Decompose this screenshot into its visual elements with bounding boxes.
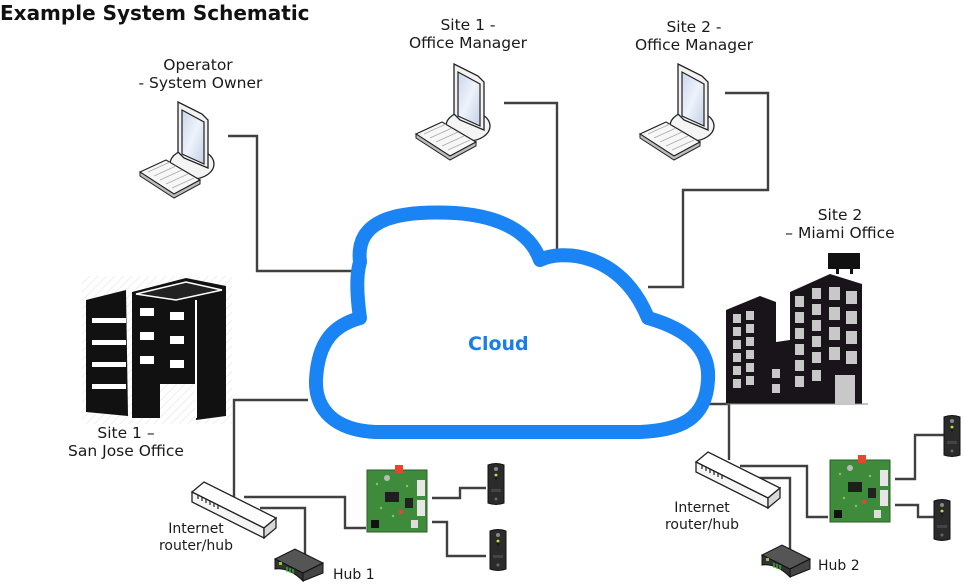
operator-computer-icon: [139, 101, 215, 199]
office-building-icon: [82, 276, 232, 424]
site2-router-label: Internet router/hub: [664, 500, 740, 533]
link-operator-cloud: [228, 134, 358, 273]
site1-controller-board-icon: [366, 464, 428, 533]
connector-lines: [228, 91, 944, 565]
site2-hub-label: Hub 2: [818, 558, 860, 574]
site2-hub-icon: [761, 544, 811, 578]
cloud-label: Cloud: [468, 333, 529, 355]
site2-card-reader-1-icon: [943, 415, 961, 457]
city-building-icon: [726, 253, 868, 405]
site2-label: Site 2 – Miami Office: [785, 206, 895, 242]
link-site1-board-reader1: [432, 486, 486, 500]
link-site1-router-hub: [260, 506, 307, 565]
site1-manager-label: Site 1 - Office Manager: [408, 16, 528, 52]
link-site1-router-cloud: [232, 398, 308, 497]
site1-manager-computer-icon: [415, 63, 491, 161]
link-site2-router-hub: [758, 476, 792, 550]
cloud-icon: [309, 205, 716, 439]
link-site2-board-reader1: [895, 433, 944, 481]
site1-hub-icon: [274, 548, 324, 582]
site2-card-reader-2-icon: [933, 499, 951, 541]
page-title: Example System Schematic: [0, 1, 310, 25]
link-site1-board-reader2: [432, 520, 486, 558]
operator-label: Operator - System Owner: [138, 56, 263, 92]
site2-controller-board-icon: [829, 454, 891, 523]
site2-manager-label: Site 2 - Office Manager: [634, 18, 754, 54]
site1-router-label: Internet router/hub: [158, 521, 234, 554]
link-site1-router-board: [244, 495, 366, 530]
link-site1-manager-cloud: [504, 101, 559, 250]
link-site2-manager-cloud: [648, 91, 770, 289]
site1-hub-label: Hub 1: [333, 567, 375, 583]
site2-manager-computer-icon: [639, 63, 715, 161]
site1-card-reader-1-icon: [487, 463, 505, 505]
site1-card-reader-2-icon: [489, 529, 507, 571]
link-site2-board-reader2: [895, 503, 934, 519]
link-site2-router-board: [740, 464, 828, 519]
site1-label: Site 1 – San Jose Office: [68, 424, 184, 460]
